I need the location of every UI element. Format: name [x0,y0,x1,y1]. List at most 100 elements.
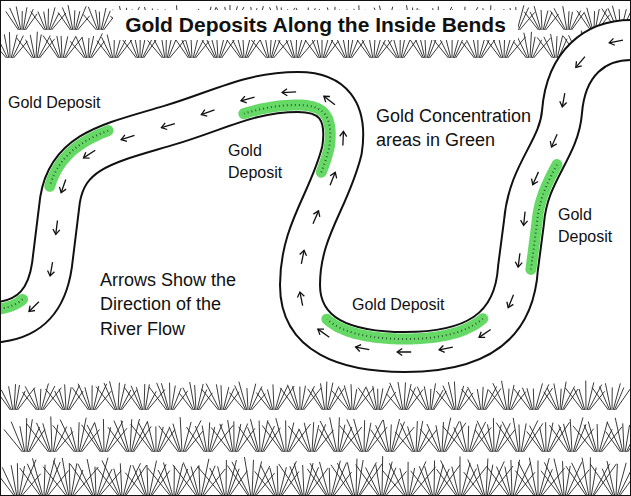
grass-stroke [48,9,49,30]
river-water [0,40,631,352]
grass-stroke [358,462,376,496]
grass-stroke [74,10,76,30]
grass-stroke [20,426,25,452]
grass-stroke [85,387,91,410]
grass-stroke [259,421,261,452]
grass-stroke [408,462,409,496]
grass-stroke [155,426,156,452]
grass-stroke [45,458,55,496]
grass-stroke [9,32,11,58]
grass-stroke [173,424,181,452]
grass-stroke [538,388,553,410]
grass-stroke [92,41,105,58]
grass-stroke [183,388,194,410]
grass-stroke [496,423,516,452]
grass-stroke [126,465,147,496]
flow-arrow-head [330,172,337,178]
grass-stroke [530,32,531,58]
grass-stroke [78,384,90,410]
flow-arrow-head [29,306,35,312]
flow-arrow-head [48,270,55,276]
grass-stroke [144,384,146,410]
grass-stroke [430,42,442,58]
grass-stroke [544,37,554,58]
grass-stroke [180,417,182,452]
grass-stroke [14,384,16,410]
grass-stroke [218,466,225,496]
grass-stroke [424,386,429,410]
grass-stroke [357,460,363,496]
grass-stroke [511,460,512,496]
grass-stroke [537,37,552,58]
grass-stroke [78,422,79,452]
grass-stroke [417,421,423,452]
grass-stroke [563,461,564,496]
grass-stroke [551,34,555,58]
grass-stroke [216,384,220,410]
flow-arrow-head [609,38,615,45]
grass-stroke [376,425,388,452]
grass-stroke [59,389,65,410]
grass-stroke [613,383,620,410]
grass-stroke [104,383,116,410]
grass-stroke [317,38,321,58]
grass-stroke [625,425,629,452]
grass-stroke [425,466,433,496]
grass-stroke [239,382,247,410]
grass-stroke [330,388,345,410]
flow-arrow-shaft [29,302,39,312]
grass-stroke [62,458,69,496]
grass-stroke [15,385,19,410]
grass-stroke [196,41,209,58]
grass-stroke [400,468,407,496]
grass-stroke [332,391,349,410]
flow-arrow-head [515,262,522,267]
grass-stroke [17,38,33,58]
grass-stroke [171,386,175,410]
grass-stroke [398,382,403,410]
grass-stroke [468,426,470,452]
grass-stroke [344,385,351,410]
flow-arrow-head [83,152,89,158]
grass-stroke [211,428,230,452]
grass-stroke [51,416,52,452]
grass-stroke [169,383,170,410]
grass-stroke [390,383,402,410]
grass-stroke [365,423,371,452]
grass-stroke [602,427,622,452]
grass-stroke [505,467,511,496]
grass-stroke [382,456,384,496]
grass-stroke [247,388,248,410]
grass-stroke [493,418,495,452]
grass-stroke [23,7,27,30]
grass-stroke [540,427,545,452]
grass-stroke [360,464,383,496]
flow-arrow-head [121,135,127,142]
grass-stroke [347,419,362,452]
grass-stroke [348,38,350,58]
grass-stroke [250,419,258,452]
flow-arrow-head [560,101,567,107]
grass-stroke [232,462,250,496]
deposit-label: Gold Deposit [8,92,101,114]
flow-arrow-head [397,348,402,355]
grass-stroke [364,420,366,452]
grass-stroke [562,386,574,410]
grass-stroke [590,457,591,496]
grass-stroke [394,39,399,58]
grass-stroke [169,427,180,452]
grass-stroke [186,427,204,452]
flow-arrow-head [324,96,330,102]
grass-stroke [114,421,128,452]
grass-stroke [430,389,432,410]
grass-stroke [371,430,387,452]
grass-stroke [592,388,608,410]
grass-stroke [518,462,535,496]
flow-arrow-shaft [324,96,335,104]
grass-stroke [623,423,624,452]
grass-stroke [228,420,233,452]
grass-stroke [304,388,322,410]
grass-stroke [198,390,206,410]
grass-stroke [521,423,526,452]
